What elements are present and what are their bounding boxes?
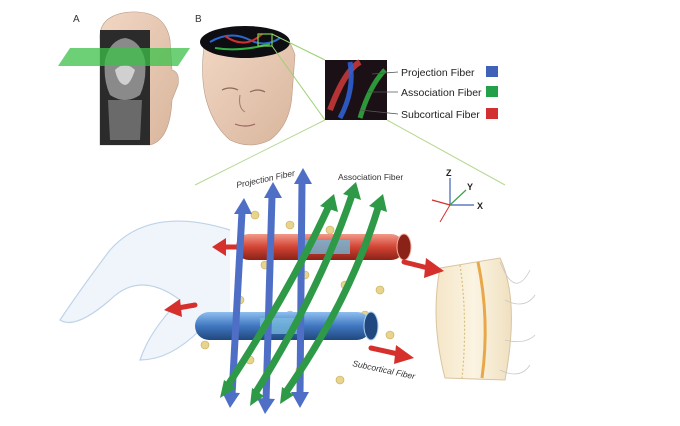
eye-left: [221, 87, 239, 91]
axis-z-label: Z: [446, 168, 452, 178]
zoom-tract-green: [357, 68, 387, 119]
zoom-inset: [325, 59, 387, 120]
blue-arrowhead-3-top: [294, 168, 312, 184]
zoom-line-bottom: [271, 45, 326, 121]
zoom-box: [257, 33, 273, 47]
neuron: [200, 340, 210, 350]
blue-arrowhead-2-top: [264, 182, 282, 198]
legend-swatch-projection: [486, 66, 498, 77]
zoom-triangle: [194, 119, 506, 186]
tract-blue: [209, 34, 281, 45]
zoom-tri-left: [194, 119, 326, 186]
cortex-layer-dots: [459, 264, 466, 379]
cortex-layer-orange: [476, 261, 487, 379]
green-arrow-2: [253, 193, 356, 394]
zoom-tract-red: [327, 59, 362, 112]
mri-brainstem: [108, 100, 142, 140]
blue-arrowhead-2-bottom: [257, 398, 275, 414]
association-arrows: [220, 182, 387, 406]
mouth: [234, 123, 256, 127]
tract-red: [224, 33, 263, 44]
red-arrow-lower-right: [368, 345, 401, 357]
cortex-hair-fibers: [499, 261, 536, 375]
red-arrowhead-lr: [394, 345, 414, 364]
legend-label-projection: Projection Fiber: [401, 67, 475, 79]
cortex-block: [435, 257, 512, 381]
subcortical-tube-upper: [236, 233, 412, 261]
green-slice-plane: [58, 48, 190, 66]
panel-a-mri-head: A: [58, 11, 190, 146]
zoom-line-top: [271, 33, 326, 61]
legend: Projection Fiber Association Fiber Subco…: [359, 66, 498, 121]
legend-leader-1: [371, 71, 399, 75]
nose: [239, 94, 246, 113]
red-arrow-upper-right: [401, 259, 431, 271]
red-arrowhead-ll: [164, 299, 182, 317]
label-projection-fiber: Projection Fiber: [235, 168, 296, 190]
axis-gizmo: Z Y X: [431, 168, 483, 223]
green-arrowhead-3-top: [369, 194, 387, 212]
axis-x-label: X: [477, 201, 483, 211]
neuron: [250, 210, 260, 220]
blue-arrow-3: [296, 181, 306, 396]
neuron: [335, 375, 345, 385]
axis-y-line: [449, 189, 467, 206]
red-arrowhead-ur: [424, 258, 444, 278]
zoom-connectors: [271, 33, 326, 121]
panel-b-label: B: [195, 14, 202, 25]
axis-neg-line: [431, 199, 451, 206]
legend-swatch-subcortical: [486, 108, 498, 119]
zoom-tract-blue: [337, 61, 354, 120]
neuron: [375, 285, 385, 295]
legend-label-association: Association Fiber: [401, 87, 482, 99]
axis-neg-line2: [439, 204, 451, 223]
legend-swatch-association: [486, 86, 498, 97]
neuron: [285, 220, 295, 230]
subcortical-arrows: [164, 238, 444, 364]
panel-b-face-head: B: [195, 14, 296, 146]
head-b-face: [202, 37, 296, 146]
green-arrow-3: [283, 206, 382, 394]
zoom-inset-bg: [325, 60, 387, 120]
label-association-fiber: Association Fiber: [338, 172, 403, 182]
green-arrowhead-1-top: [320, 194, 338, 212]
neuron: [385, 330, 395, 340]
tube-blue-end: [363, 311, 379, 341]
green-arrowhead-1-bottom: [220, 380, 236, 398]
red-arrowhead-ul: [212, 238, 226, 256]
green-arrowhead-2-bottom: [250, 388, 264, 406]
mri-white-matter: [115, 65, 135, 85]
eye-right: [249, 89, 266, 93]
brain-outline: [59, 220, 231, 361]
label-subcortical-fiber: Subcortical Fiber: [352, 358, 418, 381]
blue-arrow-1: [228, 211, 246, 396]
zoom-tri-right: [386, 119, 506, 186]
tube-red-end: [396, 233, 412, 261]
blue-arrowhead-1-bottom: [222, 392, 240, 408]
legend-label-subcortical: Subcortical Fiber: [401, 109, 480, 121]
panel-a-label: A: [73, 14, 80, 25]
axis-y-label: Y: [467, 182, 473, 192]
green-arrowhead-2-top: [343, 182, 361, 200]
tract-green: [214, 43, 271, 51]
legend-leader-3: [359, 109, 399, 115]
neuron: [325, 225, 335, 235]
blue-arrowhead-3-bottom: [291, 392, 309, 408]
cortex-surface: [435, 257, 536, 381]
blue-arrowhead-1-top: [234, 198, 252, 214]
green-arrow-1: [225, 206, 332, 387]
green-arrowhead-3-bottom: [280, 387, 294, 404]
